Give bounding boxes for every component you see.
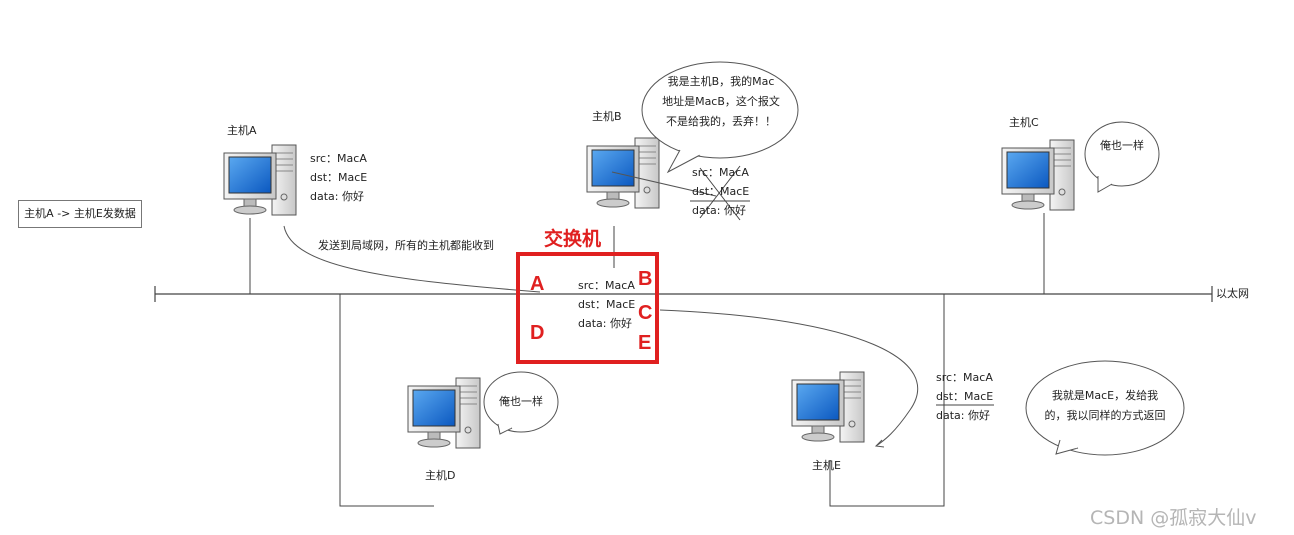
host-a-label: 主机A bbox=[227, 124, 257, 137]
host-e-packet: src：MacA dst：MacE data: 你好 bbox=[936, 368, 993, 425]
packet-dst: dst：MacE bbox=[936, 390, 994, 403]
send-curve bbox=[283, 225, 541, 293]
switch-port-d: D bbox=[530, 322, 545, 344]
discard-cross-1 bbox=[699, 167, 741, 221]
host-e-speech-bubble bbox=[1025, 360, 1185, 456]
switch-port-a: A bbox=[530, 273, 545, 295]
host-c-computer-icon bbox=[1001, 139, 1075, 211]
packet-data: data: 你好 bbox=[578, 317, 632, 330]
start-note: 主机A -> 主机E发数据 bbox=[18, 200, 142, 228]
host-c-speech-bubble bbox=[1084, 121, 1160, 193]
host-b-packet: src：MacA dst：MacE data: 你好 bbox=[692, 163, 749, 220]
packet-dst: dst：MacE bbox=[692, 185, 750, 198]
host-a-computer-icon bbox=[223, 144, 297, 216]
host-d-link bbox=[339, 294, 434, 507]
packet-src: src：MacA bbox=[692, 166, 749, 179]
host-c-bubble-text: 俺也一样 bbox=[1090, 136, 1154, 156]
packet-dst: dst：MacE bbox=[578, 298, 636, 311]
switch-port-e: E bbox=[638, 332, 652, 354]
packet-data: data: 你好 bbox=[692, 204, 746, 217]
switch-port-c: C bbox=[638, 302, 653, 324]
host-d-label: 主机D bbox=[425, 469, 456, 482]
packet-data: data: 你好 bbox=[936, 409, 990, 422]
send-note: 发送到局域网，所有的主机都能收到 bbox=[318, 239, 494, 252]
packet-src: src：MacA bbox=[578, 279, 635, 292]
bubble-line: 我就是MacE，发给我 bbox=[1051, 389, 1159, 402]
packet-data: data: 你好 bbox=[310, 190, 364, 203]
host-c-label: 主机C bbox=[1009, 116, 1039, 129]
packet-src: src：MacA bbox=[310, 152, 367, 165]
host-e-computer-icon bbox=[791, 371, 865, 443]
host-e-bubble-text: 我就是MacE，发给我 的，我以同样的方式返回 bbox=[1030, 386, 1180, 426]
forward-curve bbox=[659, 309, 919, 447]
ethernet-label: 以太网 bbox=[1216, 287, 1249, 300]
bubble-line: 俺也一样 bbox=[499, 395, 543, 408]
host-e-label: 主机E bbox=[812, 459, 841, 472]
switch-port-b: B bbox=[638, 268, 653, 290]
host-a-packet: src：MacA dst：MacE data: 你好 bbox=[310, 149, 367, 206]
bubble-line: 地址是MacB，这个报文 bbox=[662, 95, 780, 108]
bubble-line: 的，我以同样的方式返回 bbox=[1044, 409, 1166, 422]
packet-src: src：MacA bbox=[936, 371, 993, 384]
host-d-computer-icon bbox=[407, 377, 481, 449]
host-b-computer-icon bbox=[586, 137, 660, 209]
switch-packet: src：MacA dst：MacE data: 你好 bbox=[578, 276, 635, 333]
host-e-link bbox=[829, 294, 945, 507]
bubble-line: 不是给我的，丢弃！！ bbox=[666, 115, 776, 128]
host-b-label: 主机B bbox=[592, 110, 622, 123]
packet-dst: dst：MacE bbox=[310, 171, 368, 184]
bubble-line: 俺也一样 bbox=[1100, 139, 1144, 152]
switch-box bbox=[516, 252, 659, 364]
discard-cross-2 bbox=[699, 165, 741, 219]
watermark: CSDN @孤寂大仙v bbox=[1090, 507, 1257, 529]
switch-title: 交换机 bbox=[544, 228, 602, 250]
host-d-speech-bubble bbox=[483, 371, 559, 435]
host-b-speech-bubble bbox=[641, 61, 799, 174]
host-d-bubble-text: 俺也一样 bbox=[489, 392, 553, 412]
bubble-line: 我是主机B，我的Mac bbox=[667, 75, 775, 88]
host-b-bubble-text: 我是主机B，我的Mac 地址是MacB，这个报文 不是给我的，丢弃！！ bbox=[652, 72, 790, 132]
